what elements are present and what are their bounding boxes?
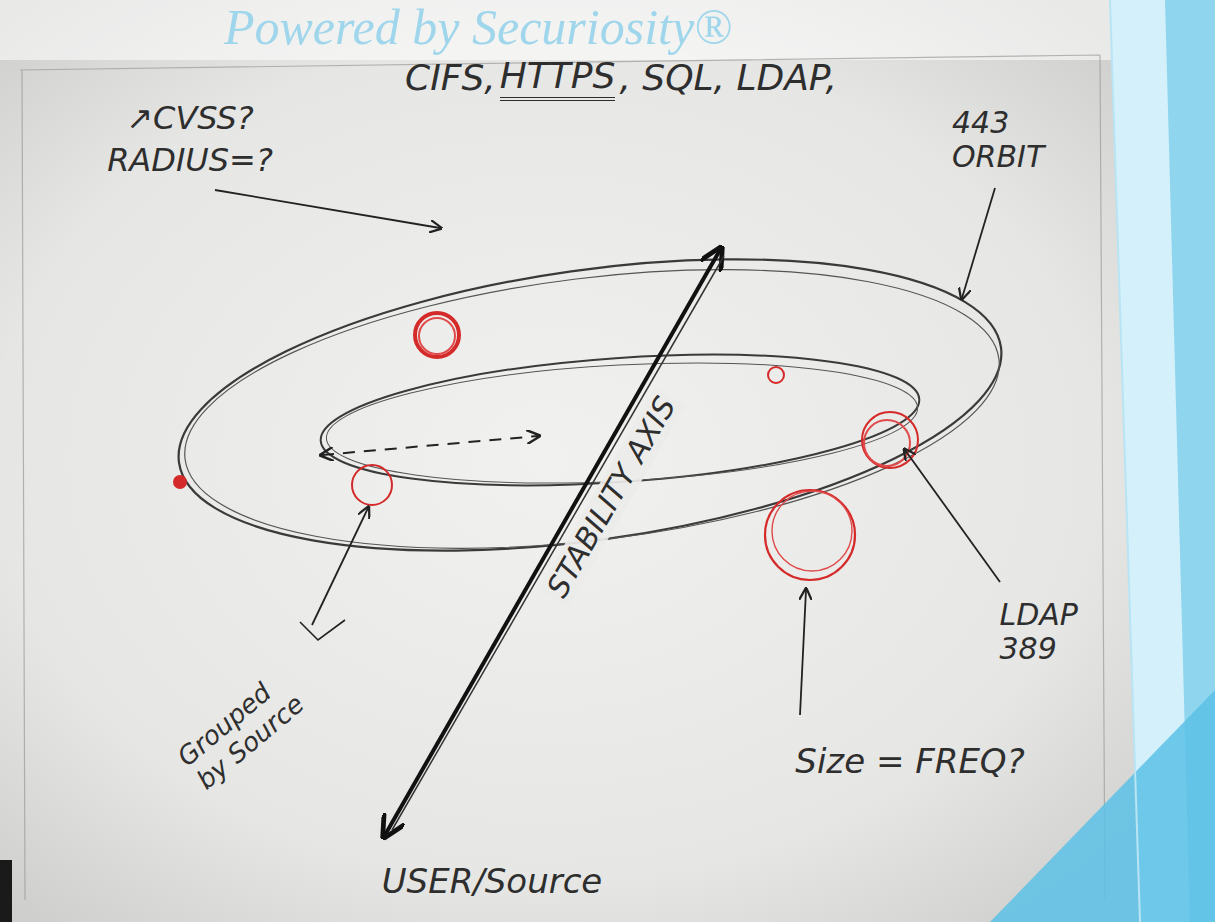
radius-arrow: [322, 436, 538, 455]
red-circle: [415, 313, 459, 357]
port-label: LDAP 389: [1000, 598, 1105, 667]
leader-line: [962, 188, 995, 298]
red-circle: [419, 318, 455, 354]
paper-frame: [20, 55, 1105, 900]
note: RADIUS=?: [107, 142, 273, 179]
leader-line: [312, 508, 368, 625]
axis-end-label: USER/Source: [382, 862, 603, 901]
edge-shadow: [0, 860, 12, 922]
note: Grouped by Source: [172, 660, 318, 796]
slide-line: [1110, 0, 1140, 922]
watermark: Powered by Securiosity®: [224, 0, 732, 57]
red-circle: [352, 465, 392, 505]
corner-mark: [300, 620, 345, 640]
axis-label: STABILITY AXIS: [539, 387, 686, 606]
red-circle: [772, 491, 852, 571]
slide-triangle: [990, 690, 1215, 922]
protocol-list: HTTPS: [500, 55, 616, 100]
leader-line: [215, 190, 440, 228]
red-circle: [862, 412, 918, 468]
protocol-list: , SQL, LDAP,: [619, 57, 837, 98]
protocol-list: CIFS,: [405, 57, 496, 98]
red-circle: [864, 420, 910, 466]
white-glow: [0, 0, 1120, 60]
red-dot: [173, 475, 187, 489]
leader-line: [905, 450, 1000, 582]
stability-axis: [385, 250, 720, 835]
note: ↗CVSS?: [126, 100, 254, 137]
red-circle: [765, 490, 855, 580]
note: Size = FREQ?: [795, 742, 1024, 781]
stability-axis: [392, 256, 724, 830]
orbit-label: 443 ORBIT: [952, 106, 1072, 175]
red-circle: [768, 367, 784, 383]
leader-line: [800, 590, 806, 715]
